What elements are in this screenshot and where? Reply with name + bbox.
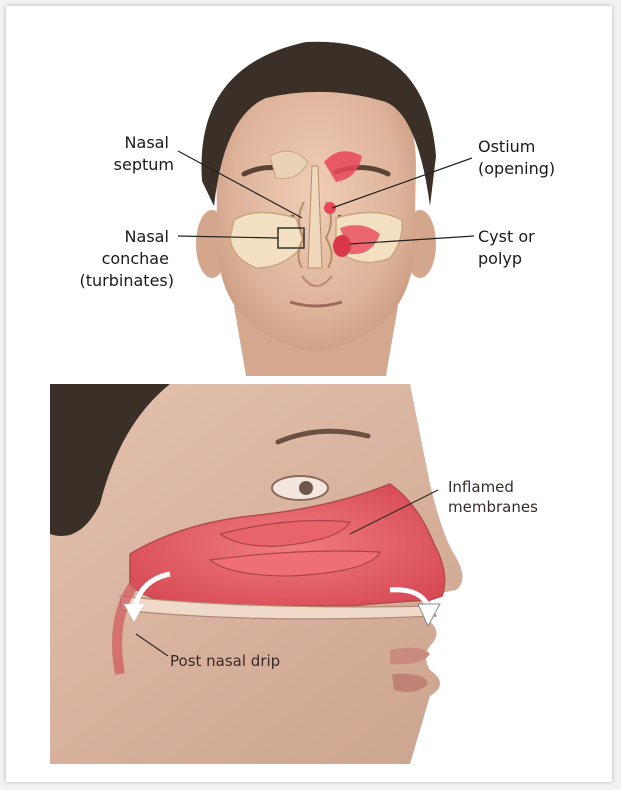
frontal-sinus-illustration: Nasal septum Nasal conchae (turbinates) … xyxy=(6,6,612,376)
frontal-face-svg: Nasal septum Nasal conchae (turbinates) … xyxy=(6,6,612,376)
profile-nasal-illustration: Inflamed membranes Post nasal drip xyxy=(50,384,566,764)
label-nasal-conchae: Nasal conchae (turbinates) xyxy=(80,227,174,290)
cyst-polyp xyxy=(333,235,351,257)
label-ostium: Ostium (opening) xyxy=(478,137,555,178)
label-nasal-septum: Nasal septum xyxy=(114,133,174,174)
label-post-nasal-drip: Post nasal drip xyxy=(170,652,280,670)
label-cyst-polyp: Cyst or polyp xyxy=(478,227,540,268)
ostium-spot xyxy=(324,202,336,214)
figure-frame: Nasal septum Nasal conchae (turbinates) … xyxy=(6,6,612,782)
profile-svg: Inflamed membranes Post nasal drip xyxy=(50,384,566,764)
